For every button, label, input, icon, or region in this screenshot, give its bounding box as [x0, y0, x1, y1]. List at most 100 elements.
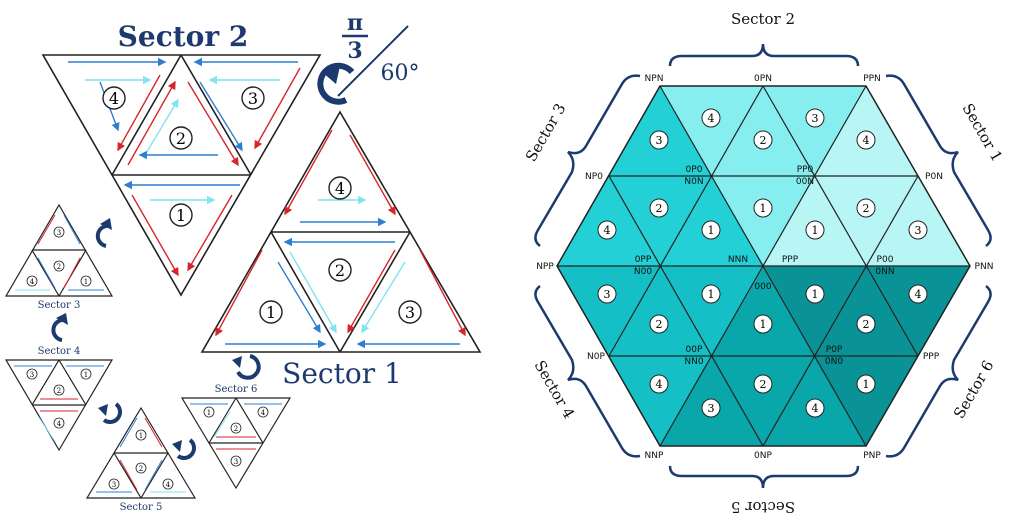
sector3-label: Sector 3	[38, 300, 81, 311]
svg-text:P0N: P0N	[925, 172, 943, 182]
svg-text:1: 1	[84, 278, 88, 286]
svg-text:1: 1	[708, 288, 715, 301]
svg-text:3: 3	[30, 371, 34, 379]
hex-sector6-label: Sector 6	[950, 357, 998, 422]
svg-text:NN0: NN0	[684, 357, 703, 367]
cell-numbers: 4 2 3 3 4 2 1 1 1 2 4 3 3	[597, 108, 928, 418]
sector2-triangle-group: 4 3 2 1	[41, 54, 322, 297]
sector-brackets	[534, 43, 992, 489]
rotate-arrow-icon-s6	[236, 354, 261, 380]
svg-text:4: 4	[604, 224, 611, 237]
rotate-arrow-icon-s56	[176, 438, 196, 460]
svg-text:0PP: 0PP	[635, 255, 652, 265]
bracket-sector1	[885, 74, 992, 247]
sector2-num-2: 2	[176, 129, 186, 148]
svg-text:4: 4	[863, 134, 870, 147]
svg-text:PP0: PP0	[797, 165, 814, 175]
sector4-small-group: 3 1 2 4	[4, 359, 114, 452]
sector2-title: Sector 2	[118, 20, 249, 53]
svg-text:N0P: N0P	[587, 352, 605, 362]
hexagon-panel: 4 2 3 3 4 2 1 1 1 2 4 3 3	[522, 10, 1006, 516]
svg-text:1: 1	[760, 318, 767, 331]
sector2-num-3: 3	[248, 89, 258, 108]
sector6-label: Sector 6	[215, 384, 258, 395]
svg-text:3: 3	[915, 224, 922, 237]
svg-text:N00: N00	[634, 267, 652, 277]
sector1-num-2: 2	[335, 261, 345, 280]
svg-text:3: 3	[112, 481, 116, 489]
svg-text:0PN: 0PN	[754, 74, 772, 84]
svg-text:3: 3	[656, 134, 663, 147]
svg-text:1: 1	[207, 409, 211, 417]
svg-text:1: 1	[760, 202, 767, 215]
svg-text:NNN: NNN	[728, 255, 748, 265]
svg-text:2: 2	[863, 318, 870, 331]
left-panel: Sector 2 π 3 60°	[4, 10, 482, 513]
svg-text:00P: 00P	[686, 345, 703, 355]
svg-text:2: 2	[656, 318, 663, 331]
sector5-label: Sector 5	[120, 502, 163, 513]
svg-text:2: 2	[139, 465, 143, 473]
vertex-labels: NPN 0PN PPN NP0 0P0 N0N PP0 00N P0N NPP …	[536, 74, 993, 461]
svg-text:0NP: 0NP	[754, 451, 772, 461]
svg-text:1: 1	[863, 378, 870, 391]
hex-sector1-label: Sector 1	[959, 100, 1007, 165]
svg-text:1: 1	[708, 224, 715, 237]
angle-ray	[337, 25, 409, 97]
svg-text:4: 4	[656, 378, 663, 391]
angle-numerator: π	[347, 10, 363, 36]
svg-text:NPN: NPN	[645, 74, 664, 84]
svg-text:0N0: 0N0	[825, 357, 843, 367]
hex-sector5-label: Sector 5	[731, 498, 795, 516]
svg-text:1: 1	[812, 224, 819, 237]
svg-text:4: 4	[915, 288, 922, 301]
svg-text:PNP: PNP	[863, 451, 881, 461]
svg-text:1: 1	[84, 371, 88, 379]
svg-text:00N: 00N	[796, 177, 814, 187]
svg-text:3: 3	[604, 288, 611, 301]
svg-text:0P0: 0P0	[686, 165, 703, 175]
svg-text:4: 4	[812, 402, 819, 415]
sector1-num-1: 1	[266, 303, 276, 322]
svg-text:P00: P00	[877, 255, 894, 265]
sector1-num-3: 3	[405, 303, 415, 322]
svg-text:4: 4	[708, 112, 715, 125]
svg-text:1: 1	[812, 288, 819, 301]
svg-text:N0N: N0N	[684, 177, 703, 187]
rotate-arrow-icon-s4	[51, 317, 66, 342]
svg-text:4: 4	[57, 420, 62, 428]
bracket-sector3	[534, 74, 641, 247]
svg-text:PNN: PNN	[975, 262, 994, 272]
bracket-sector2	[668, 43, 860, 67]
svg-text:2: 2	[760, 134, 767, 147]
sector4-label: Sector 4	[38, 346, 81, 357]
svg-text:3: 3	[57, 229, 61, 237]
svg-text:NNP: NNP	[645, 451, 664, 461]
svg-text:P0P: P0P	[826, 345, 843, 355]
svg-text:3: 3	[234, 458, 238, 466]
svg-text:4: 4	[166, 481, 171, 489]
svg-text:2: 2	[863, 202, 870, 215]
svg-text:2: 2	[57, 263, 61, 271]
hex-sector4-label: Sector 4	[531, 357, 579, 422]
sector2-num-1: 1	[176, 206, 186, 225]
angle-denominator: 3	[347, 38, 362, 64]
sector5-small-group: 1 2 3 4	[85, 406, 197, 499]
sector3-small-group: 3 4 2 1	[4, 203, 114, 297]
svg-text:NP0: NP0	[585, 172, 603, 182]
rotate-arrow-icon-main	[317, 62, 355, 105]
sector1-title: Sector 1	[282, 357, 402, 390]
svg-text:2: 2	[57, 387, 61, 395]
svg-text:PPN: PPN	[863, 74, 881, 84]
rotate-arrow-icon-s3	[95, 223, 111, 248]
bracket-sector6	[885, 285, 992, 458]
svg-text:1: 1	[139, 432, 143, 440]
svg-text:3: 3	[708, 402, 715, 415]
svg-text:PPP: PPP	[782, 255, 799, 265]
sector1-triangle-group: 4 2 1 3	[200, 110, 482, 353]
svg-text:2: 2	[760, 378, 767, 391]
svg-text:NPP: NPP	[536, 262, 554, 272]
bracket-sector5	[668, 465, 860, 489]
svg-text:0NN: 0NN	[875, 267, 894, 277]
